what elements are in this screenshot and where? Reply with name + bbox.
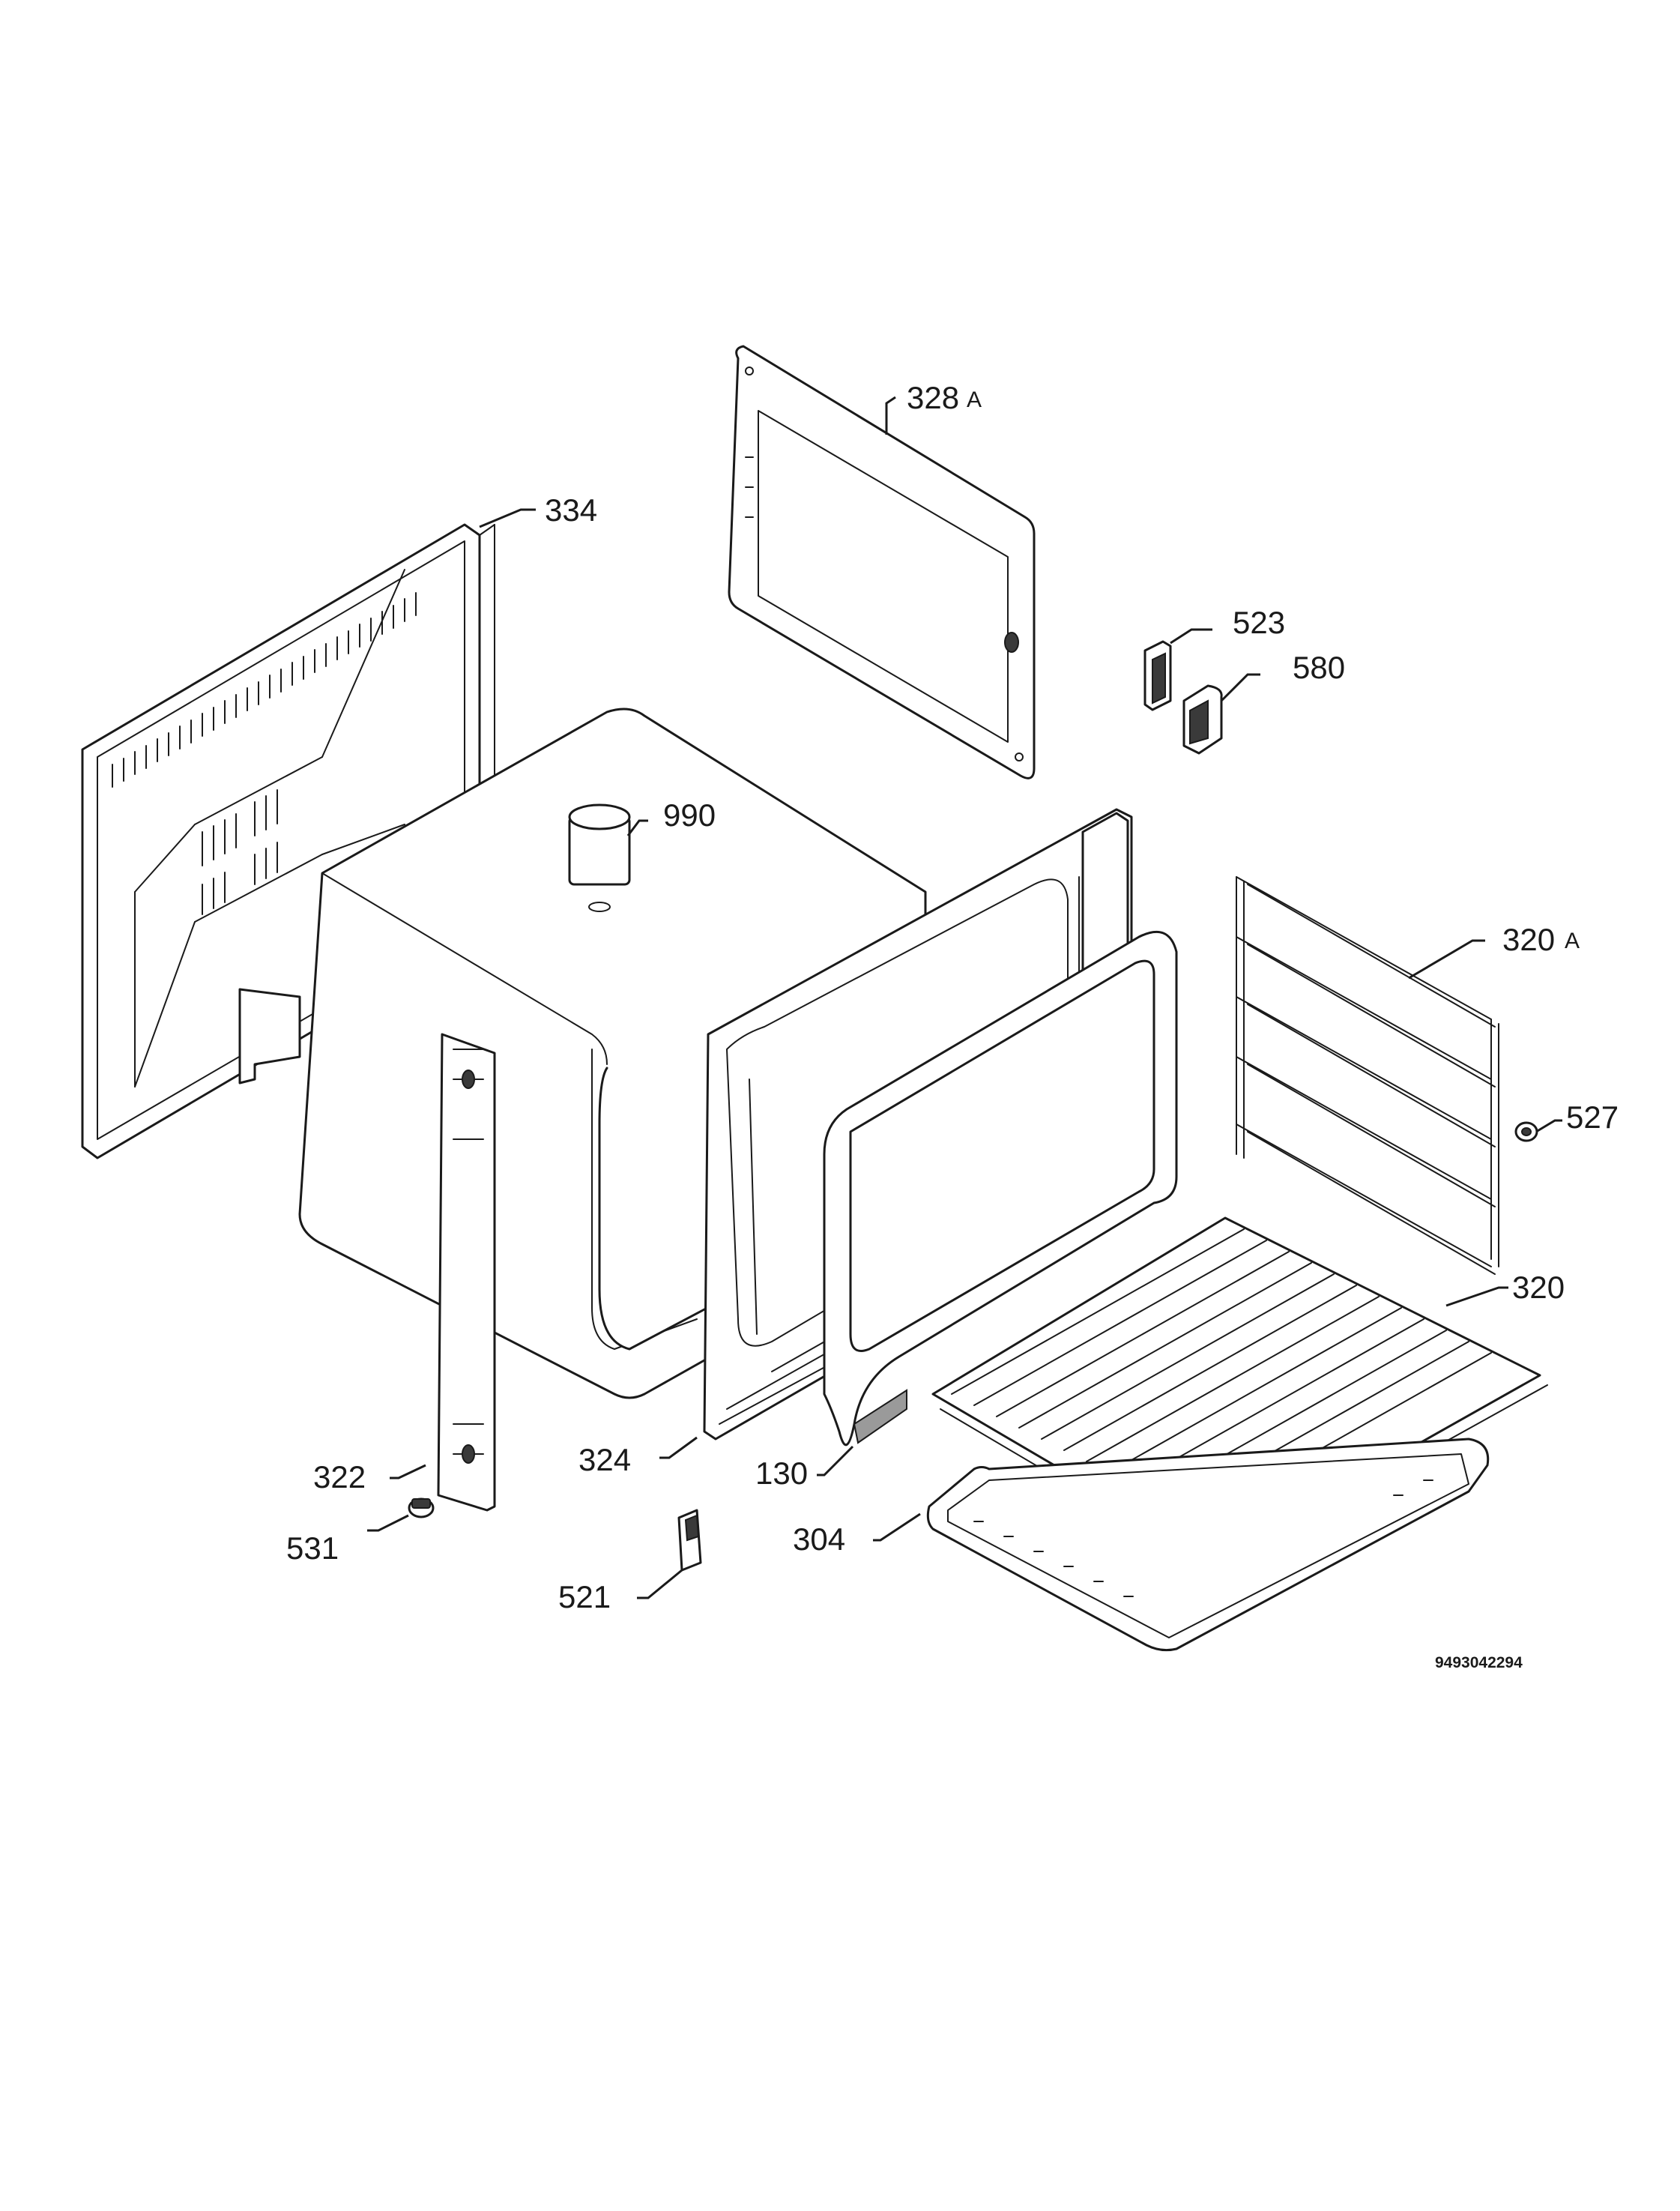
label-334: 334 xyxy=(545,492,597,528)
shelf-support-part xyxy=(1236,876,1499,1275)
screw-531-part xyxy=(408,1497,435,1518)
label-531: 531 xyxy=(286,1530,339,1566)
side-runner-part xyxy=(437,1033,496,1512)
label-521: 521 xyxy=(558,1579,611,1614)
label-304: 304 xyxy=(793,1521,845,1557)
door-gasket-part xyxy=(823,930,1178,1447)
baking-tray-part xyxy=(926,1438,1490,1652)
label-320a-suffix: A xyxy=(1565,929,1580,953)
label-320: 320 xyxy=(1512,1270,1565,1305)
label-523: 523 xyxy=(1233,605,1285,640)
label-580: 580 xyxy=(1293,650,1345,685)
vent-slots xyxy=(112,592,417,915)
clip-523-part xyxy=(1143,640,1172,711)
document-number: 9493042294 xyxy=(1435,1654,1523,1671)
label-322: 322 xyxy=(313,1459,366,1494)
label-328-suffix: A xyxy=(967,387,982,412)
label-320a: 320 xyxy=(1502,922,1555,957)
bracket-580-part xyxy=(1182,684,1223,755)
nut-527-part xyxy=(1514,1121,1538,1142)
label-990: 990 xyxy=(663,797,716,833)
callout-labels: 328 A 334 523 580 990 320 A 527 320 322 … xyxy=(286,380,1619,1671)
inner-glass-part xyxy=(728,345,1036,779)
label-527: 527 xyxy=(1566,1100,1619,1135)
back-panel-part xyxy=(81,523,495,1159)
clip-521-part xyxy=(677,1509,702,1572)
label-130: 130 xyxy=(755,1456,808,1491)
label-328: 328 xyxy=(907,380,959,415)
label-324: 324 xyxy=(578,1442,631,1477)
leader-lines xyxy=(367,396,1562,1599)
